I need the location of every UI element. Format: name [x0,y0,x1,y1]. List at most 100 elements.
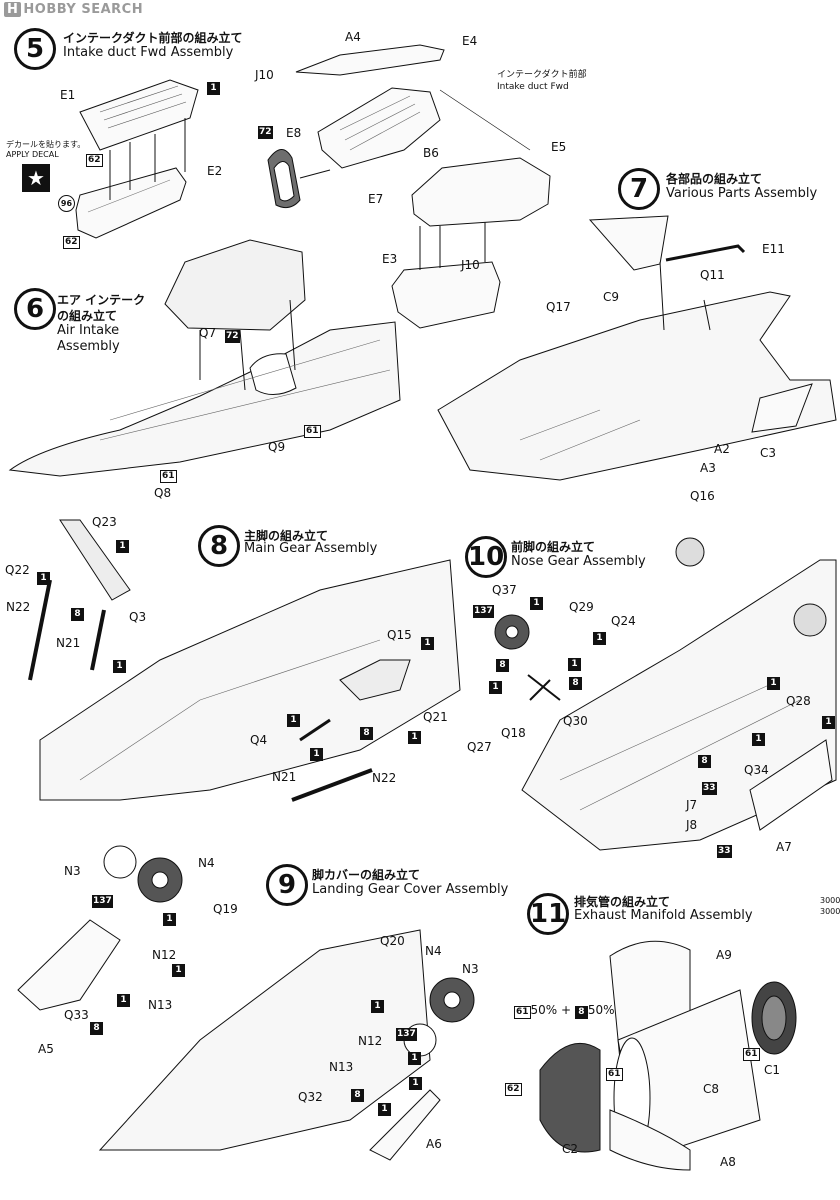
step-11-title-en: Exhaust Manifold Assembly [574,908,753,923]
paint-code-box: 8 [351,1089,364,1102]
paint-code-box: 8 [574,1006,588,1019]
label-A2: A2 [714,442,730,456]
watermark-logo: H [4,2,22,17]
label-A6: A6 [426,1137,442,1151]
label-Q28: Q28 [786,694,811,708]
watermark-text: HOBBY SEARCH [23,2,144,17]
paint-mix-text2: 50% [587,1003,615,1017]
label-Q34: Q34 [744,763,769,777]
label-Q29: Q29 [569,600,594,614]
step-7-title-jp: 各部品の組み立て [666,172,763,186]
label-Q20: Q20 [380,934,405,948]
paint-code-box: 1 [371,1000,384,1013]
paint-code-box: 1 [421,637,434,650]
paint-code-box: 8 [90,1022,103,1035]
step9-drawing [17,845,475,1161]
paint-code-box: 1 [287,714,300,727]
paint-code-box: 1 [116,540,129,553]
label-E3: E3 [382,252,398,266]
label-Q16: Q16 [690,489,715,503]
label-B6: B6 [423,146,439,160]
paint-code-box: 62 [505,1083,522,1096]
paint-code-box: 1 [408,1052,421,1065]
paint-code-box: 33 [702,782,717,795]
paint-code-box: 8 [496,659,509,672]
label-Q8: Q8 [154,486,172,500]
label-E2: E2 [207,164,223,178]
paint-code-box: 8 [569,677,582,690]
label-Q3: Q3 [129,610,147,624]
label-N22: N22 [6,600,31,614]
label-Q7: Q7 [199,326,217,340]
label-E11: E11 [762,242,785,256]
paint-code-box: 8 [360,727,373,740]
step11-drawing [539,940,797,1171]
label-C2: C2 [562,1142,579,1156]
step-6-title-jp2: の組み立て [57,309,118,323]
step-5-title-en: Intake duct Fwd Assembly [63,45,234,60]
side-note-2: 3000 [820,907,840,916]
label-Q9: Q9 [268,440,286,454]
label-Q4: Q4 [250,733,268,747]
paint-code-box: 1 [530,597,543,610]
step-8-number: 8 [198,525,240,567]
label-N22: N22 [372,771,397,785]
step-7-title-en: Various Parts Assembly [666,186,818,201]
label-Q30: Q30 [563,714,588,728]
paint-code-box: 137 [473,605,494,618]
step-9-title-jp: 脚カバーの組み立て [312,868,421,882]
paint-code-box: 1 [37,572,50,585]
label-E5: E5 [551,140,567,154]
label-A8: A8 [720,1155,736,1169]
paint-code-box: 1 [207,82,220,95]
label-N21: N21 [272,770,297,784]
step-6-number: 6 [14,288,56,330]
paint-code-box: 1 [822,716,835,729]
step-6-title-en2: Assembly [57,339,120,354]
label-N4: N4 [198,856,215,870]
label-C8: C8 [703,1082,720,1096]
step-8-title-jp: 主脚の組み立て [244,529,329,543]
label-Q21: Q21 [423,710,448,724]
label-N4: N4 [425,944,442,958]
label-Q32: Q32 [298,1090,323,1104]
label-A4: A4 [345,30,361,44]
step-5-title-jp: インテークダクト前部の組み立て [63,31,243,45]
paint-code-box: 1 [117,994,130,1007]
label-A7: A7 [776,840,792,854]
decal-note-en: APPLY DECAL [6,150,59,159]
intake-fwd-note-en: Intake duct Fwd [497,82,569,92]
label-E1: E1 [60,88,76,102]
paint-code-box: 137 [92,895,113,908]
paint-code-box: 1 [593,632,606,645]
label-N12: N12 [152,948,177,962]
paint-code-box: 1 [408,731,421,744]
paint-mix-text: 50% + [530,1003,575,1017]
label-J7: J7 [686,798,698,812]
step6-drawing [8,239,401,477]
paint-code-circle: 96 [58,195,75,212]
label-N13: N13 [148,998,173,1012]
intake-fwd-note-jp: インテークダクト前部 [497,70,587,80]
step8-drawing [28,519,461,802]
paint-code-box: 33 [717,845,732,858]
label-C9: C9 [603,290,620,304]
label-Q17: Q17 [546,300,571,314]
side-note-1: 3000 [820,896,840,905]
paint-code-box: 61 [160,470,177,483]
paint-code-box: 1 [752,733,765,746]
paint-code-box: 1 [489,681,502,694]
label-Q11: Q11 [700,268,725,282]
paint-code-box: 1 [767,677,780,690]
paint-code-box: 1 [113,660,126,673]
label-J10: J10 [461,258,480,272]
label-J8: J8 [686,818,698,832]
paint-code-box: 1 [172,964,185,977]
paint-code-box: 62 [63,236,80,249]
label-Q27: Q27 [467,740,492,754]
label-N13: N13 [329,1060,354,1074]
label-N21: N21 [56,636,81,650]
